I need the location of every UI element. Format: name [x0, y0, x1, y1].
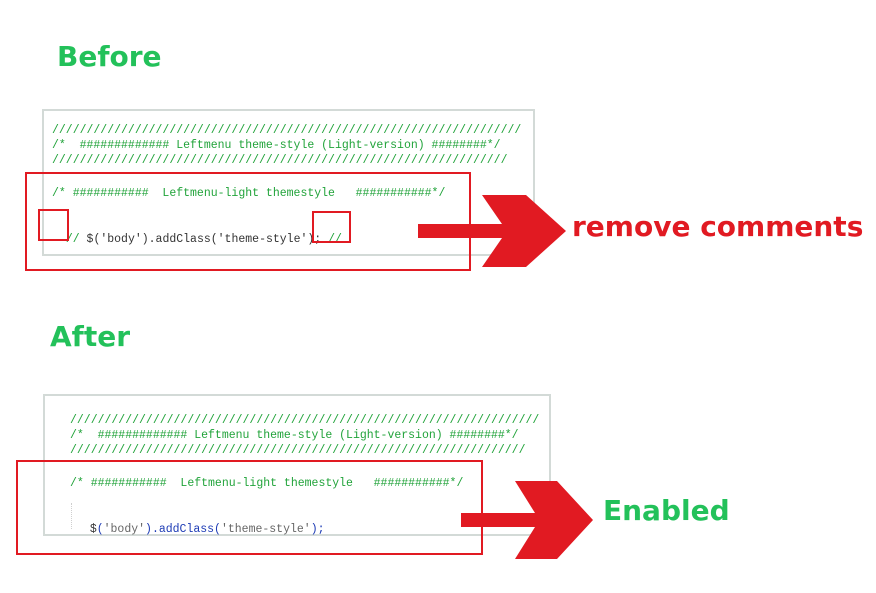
- before-code-line-3: ////////////////////////////////////////…: [52, 154, 508, 167]
- after-highlight-frame: [16, 460, 483, 555]
- after-code-line-3: ////////////////////////////////////////…: [70, 444, 526, 457]
- before-code-line-2: /* ############# Leftmenu theme-style (L…: [52, 139, 501, 152]
- before-code-line-1: ////////////////////////////////////////…: [52, 124, 522, 137]
- after-statement-end: );: [310, 523, 325, 536]
- before-highlight-frame: [25, 172, 471, 271]
- before-comment-start-highlight: [38, 209, 69, 241]
- before-dollar: $: [86, 233, 94, 246]
- before-code-line-4: /* ########### Leftmenu-light themestyle…: [52, 187, 446, 200]
- after-code-box: [43, 394, 551, 536]
- right-arrow-icon: [418, 195, 566, 267]
- after-code-line-5: $('body').addClass('theme-style');: [76, 509, 325, 537]
- right-arrow-icon: [461, 481, 593, 559]
- after-code-line-2: /* ############# Leftmenu theme-style (L…: [70, 429, 519, 442]
- after-string-theme-style: 'theme-style': [220, 523, 311, 536]
- before-comment-end-highlight: [312, 211, 351, 243]
- after-heading: After: [50, 320, 131, 353]
- before-comment-start: //: [65, 233, 80, 246]
- after-addclass-call: ).addClass(: [145, 523, 221, 536]
- after-paren-open: (: [96, 523, 104, 536]
- enabled-callout: Enabled: [603, 494, 730, 527]
- before-heading: Before: [57, 40, 162, 73]
- after-code-line-1: ////////////////////////////////////////…: [70, 414, 540, 427]
- after-string-body: 'body': [103, 523, 146, 536]
- remove-comments-callout: remove comments: [572, 210, 864, 243]
- after-code-line-4: /* ########### Leftmenu-light themestyle…: [70, 477, 464, 490]
- before-call: ('body').addClass('theme-style');: [93, 233, 322, 246]
- indent-guide: [71, 503, 72, 529]
- before-code-box: [42, 109, 535, 256]
- after-dollar: $: [89, 523, 97, 536]
